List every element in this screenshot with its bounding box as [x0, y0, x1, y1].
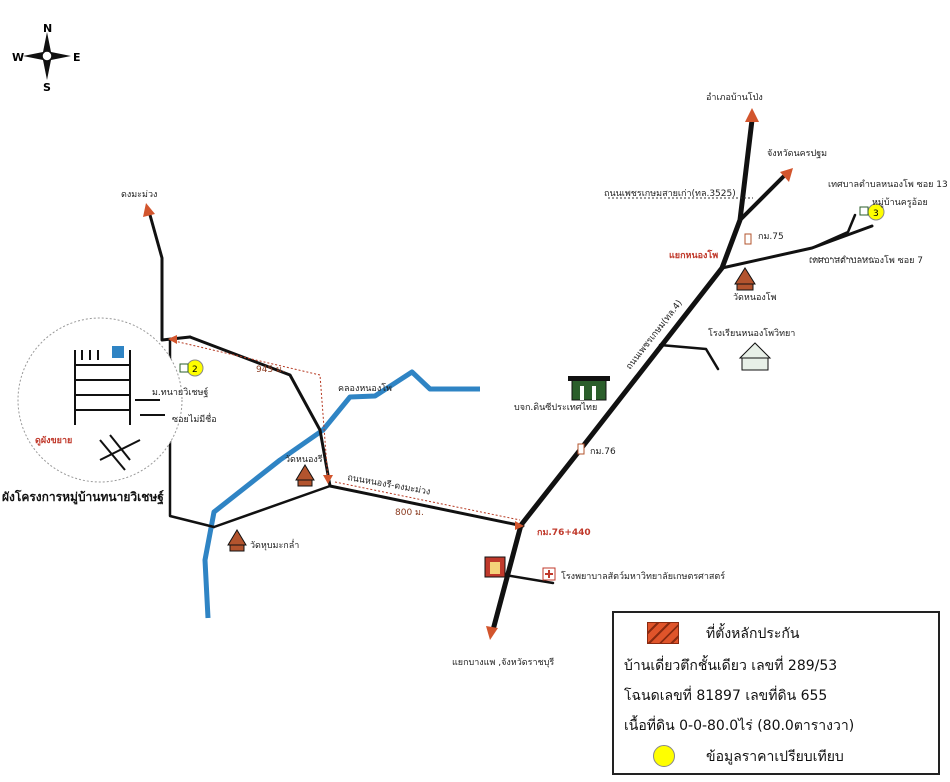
road-school — [658, 343, 720, 371]
label-project-plan: ผังโครงการหมู่บ้านทนายวิเชษฐ์ — [2, 489, 164, 505]
arrow-north-ban-pong — [745, 108, 759, 122]
temple-nong-pho-icon — [734, 267, 756, 291]
plan-block-blue — [112, 346, 124, 358]
arrow-nong-ri — [323, 475, 333, 484]
comparable-marker-3: 3 — [859, 203, 885, 221]
hospital-cross-icon — [542, 567, 556, 581]
label-nong-ri-road: ถนนหนองรี-ดงมะม่วง — [346, 472, 431, 497]
university-icon — [484, 556, 506, 578]
road-to-dong-ma-muang — [188, 335, 332, 488]
arrow-800 — [515, 521, 524, 530]
label-distance-945: 945 ม. — [256, 365, 285, 375]
label-company: บจก.ดินซีประเทศไทย — [514, 402, 597, 413]
compass-n: N — [43, 22, 52, 35]
legend-collateral-location: ที่ตั้งหลักประกัน — [706, 626, 800, 642]
label-soi13: เทศบาลตำบลหนองโพ ซอย 13 — [828, 179, 948, 190]
label-amphoe-ban-pong: อำเภอบ้านโป่ง — [706, 92, 763, 103]
label-distance-800: 800 ม. — [395, 508, 424, 518]
road-vet — [503, 573, 555, 585]
label-expansion-plan: ดูผังขยาย — [35, 435, 72, 446]
label-phetkasem-road: ถนนเพชรเกษม(ทล.4) — [624, 299, 684, 372]
label-vet-hospital: โรงพยาบาลสัตว์มหาวิทยาลัยเกษตรศาสตร์ — [561, 570, 725, 582]
compass-s: S — [43, 81, 51, 94]
school-icon — [738, 342, 772, 371]
label-old-phetkasem: ถนนเพชรเกษมสายเก่า(ทล.3525) — [604, 189, 736, 199]
road-old-phetkasem — [738, 174, 786, 222]
map-legend: ที่ตั้งหลักประกัน บ้านเดี่ยวตึกชั้นเดียว… — [612, 611, 940, 775]
svg-text:2: 2 — [192, 365, 198, 375]
roads — [134, 117, 874, 633]
legend-property-desc: บ้านเดี่ยวตึกชั้นเดียว เลขที่ 289/53 — [624, 658, 838, 674]
company-icon — [568, 376, 610, 401]
arrow-945 — [168, 335, 177, 344]
project-plan-inset — [17, 317, 183, 483]
collateral-swatch — [647, 622, 679, 644]
label-nong-pho-junction: แยกหนองโพ — [669, 249, 718, 261]
canal-nong-pho — [202, 369, 480, 619]
svg-text:3: 3 — [873, 209, 879, 219]
label-soi-mai-mi-chue: ซอยไม่มีชื่อ — [172, 412, 217, 425]
label-khlong-nong-pho: คลองหนองโพ — [338, 383, 392, 394]
label-wat-nong-pho: วัดหนองโพ — [733, 292, 777, 303]
label-village-khru-oi: หมู่บ้านครูอ้อย — [872, 197, 928, 208]
road-nong-ri — [328, 484, 525, 528]
compass-w: W — [12, 51, 24, 64]
temple-nong-ri-icon — [295, 464, 315, 487]
label-bang-phae: แยกบางแพ ,จังหวัดราชบุรี — [452, 657, 554, 668]
arrow-dong-ma-muang — [143, 203, 155, 217]
label-m-thanai: ม.ทนายวิเชษฐ์ — [152, 386, 208, 398]
label-nong-pho-school: โรงเรียนหนองโพวิทยา — [708, 328, 795, 339]
label-dong-ma-muang: ดงมะม่วง — [121, 190, 157, 200]
comparable-swatch — [653, 745, 675, 767]
road-phetkasem — [490, 117, 755, 633]
arrow-bang-phae — [486, 626, 498, 640]
label-km76: กม.76 — [590, 447, 616, 457]
label-nakhon-pathom: จังหวัดนครปฐม — [767, 149, 827, 159]
temple-hup-makla-icon — [227, 529, 247, 552]
legend-deed-numbers: โฉนดเลขที่ 81897 เลขที่ดิน 655 — [624, 688, 828, 704]
comparable-marker-2: 2 — [179, 359, 204, 377]
compass-rose: N S E W — [12, 22, 81, 94]
legend-comparable-data: ข้อมูลราคาเปรียบเทียบ — [706, 749, 844, 765]
arrow-nakhon-pathom — [780, 168, 793, 182]
km-marker-icons — [577, 233, 752, 455]
label-wat-nong-ri: วัดหนองรี — [285, 454, 323, 465]
label-km76-440: กม.76+440 — [537, 528, 591, 538]
compass-e: E — [73, 51, 81, 64]
legend-land-area: เนื้อที่ดิน 0-0-80.0ไร่ (80.0ตารางวา) — [624, 718, 855, 734]
label-soi7: เทศบาลตำบลหนองโพ ซอย 7 — [809, 255, 923, 266]
direction-arrows — [143, 108, 793, 640]
label-wat-hup-makla: วัดหุบมะกล่ำ — [250, 538, 299, 551]
label-km75: กม.75 — [758, 232, 784, 242]
